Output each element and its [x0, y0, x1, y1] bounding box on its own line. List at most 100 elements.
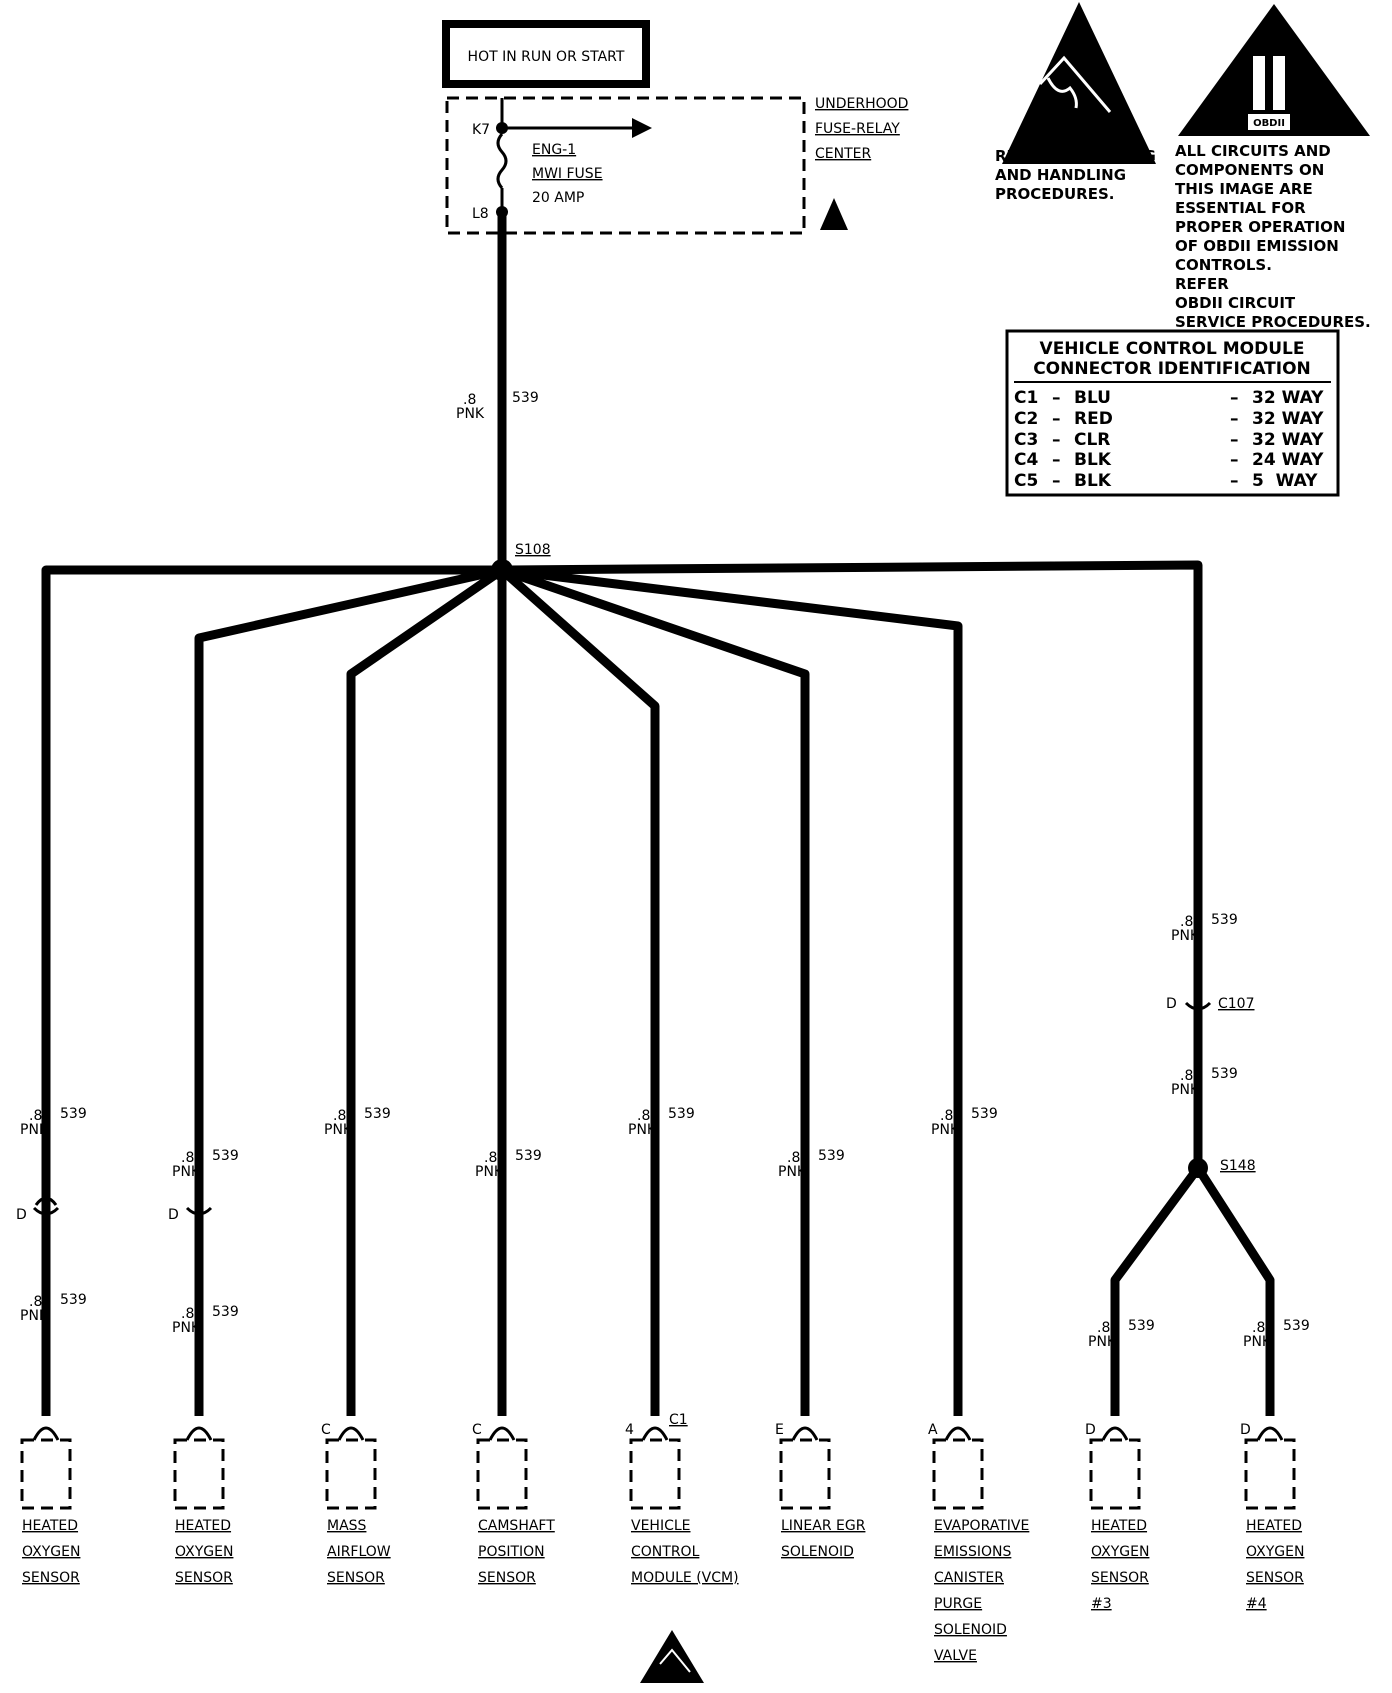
inline-connector-pin-1: D [16, 1207, 27, 1223]
vcm-row-id: C4 [1014, 450, 1038, 470]
component-box [932, 1438, 984, 1510]
hot-label-box [442, 20, 650, 88]
splice-s148-label: S148 [1220, 1158, 1256, 1174]
obd-line-6: OF OBDII EMISSION [1175, 237, 1339, 255]
component-label-line: MASS [327, 1518, 367, 1534]
component-label-line: AIRFLOW [327, 1544, 391, 1560]
svg-text:.8: .8 [1097, 1320, 1110, 1336]
s148-branch-right [1194, 1165, 1275, 1416]
svg-text:PNK: PNK [778, 1164, 807, 1180]
hot-label: HOT IN RUN OR START [468, 49, 625, 65]
vcm-row-id: C2 [1014, 409, 1038, 429]
wire-label: .8 PNK 539 [172, 1304, 239, 1336]
fuse-name-line-1: ENG-1 [532, 142, 576, 158]
branch-wire-7 [501, 565, 963, 1416]
svg-text:539: 539 [364, 1106, 391, 1122]
component-label-line: EMISSIONS [934, 1544, 1011, 1560]
component-box [173, 1438, 225, 1510]
esd-warning-line-2: AND HANDLING [995, 166, 1126, 184]
component-label-line: SENSOR [327, 1570, 385, 1586]
component-label-line: SENSOR [175, 1570, 233, 1586]
wire-label: .8 PNK 539 [172, 1148, 239, 1180]
svg-text:.8: .8 [29, 1294, 42, 1310]
component: AEVAPORATIVEEMISSIONSCANISTERPURGESOLENO… [928, 1422, 1029, 1664]
svg-text:539: 539 [515, 1148, 542, 1164]
branch-wire-3 [346, 566, 505, 1416]
pin-k7-label: K7 [472, 122, 490, 138]
esd-hand-icon [1038, 55, 1112, 113]
svg-text:–: – [1052, 471, 1061, 491]
branch-wire-8 [501, 560, 1203, 990]
svg-text:.8: .8 [1180, 1068, 1193, 1084]
fuse-arrow-icon [632, 118, 652, 138]
component-label-line: OXYGEN [22, 1544, 80, 1560]
branch-wire-2 [194, 565, 503, 1105]
component-connector-label: C1 [669, 1412, 688, 1428]
component-box [1089, 1438, 1141, 1510]
svg-text:PNK: PNK [172, 1320, 201, 1336]
vcm-table-title-2: CONNECTOR IDENTIFICATION [1033, 359, 1311, 379]
component-terminal [488, 1426, 516, 1441]
svg-text:PNK: PNK [1171, 1082, 1200, 1098]
component-terminal [641, 1426, 669, 1441]
component-pin-label: D [1085, 1422, 1096, 1438]
component-label-line: HEATED [22, 1518, 78, 1534]
svg-text:–: – [1052, 430, 1061, 450]
svg-text:–: – [1052, 409, 1061, 429]
component-label-line: POSITION [478, 1544, 545, 1560]
vcm-table-rows: C1 – BLU – 32 WAY C2 – RED – 32 WAY C3 –… [1014, 388, 1324, 491]
wire-label: .8 PNK 539 [475, 1148, 542, 1180]
component-terminal [32, 1426, 60, 1441]
svg-text:PNK: PNK [1243, 1334, 1272, 1350]
vcm-table-title-1: VEHICLE CONTROL MODULE [1040, 339, 1305, 359]
fuse-rating: 20 AMP [532, 190, 584, 206]
svg-text:.8: .8 [787, 1150, 800, 1166]
svg-text:–: – [1230, 471, 1239, 491]
component-label-line: HEATED [1246, 1518, 1302, 1534]
wire-label: .8 PNK 539 [1243, 1318, 1310, 1350]
component-label-line: CONTROL [631, 1544, 700, 1560]
svg-text:–: – [1052, 450, 1061, 470]
component-terminal [185, 1426, 213, 1441]
obd-badge: OBDII [1253, 118, 1285, 129]
wire-label: .8 PNK 539 [1171, 1066, 1238, 1098]
fuse-center-line-1: UNDERHOOD [815, 96, 908, 112]
inline-connector-pin-2: D [168, 1207, 179, 1223]
component-label-line: #4 [1246, 1596, 1267, 1612]
vcm-row-color: RED [1074, 409, 1113, 429]
esd-warning-line-1: REFER MEASURING [995, 147, 1156, 165]
svg-text:–: – [1052, 388, 1061, 408]
svg-text:PNK: PNK [1088, 1334, 1117, 1350]
component-label-line: OXYGEN [1091, 1544, 1149, 1560]
component-terminal [337, 1426, 365, 1441]
esd-warning-line-3: PROCEDURES. [995, 185, 1114, 203]
component-box [325, 1438, 377, 1510]
vcm-row-ways: 24 WAY [1252, 450, 1324, 470]
component-label-line: SENSOR [478, 1570, 536, 1586]
vcm-row-ways: 5 WAY [1252, 471, 1318, 491]
svg-text:–: – [1230, 409, 1239, 429]
vcm-row-ways: 32 WAY [1252, 388, 1324, 408]
wire-label: .8 PNK 539 [931, 1106, 998, 1138]
svg-text:539: 539 [60, 1106, 87, 1122]
svg-text:PNK: PNK [628, 1122, 657, 1138]
obd-line-10: SERVICE PROCEDURES. [1175, 313, 1371, 331]
component-label-line: SENSOR [1246, 1570, 1304, 1586]
wire-label: .8 PNK 539 [20, 1292, 87, 1324]
branch-wire-1 [41, 565, 502, 1105]
obd-line-3: THIS IMAGE ARE [1175, 180, 1313, 198]
component-label-line: OXYGEN [1246, 1544, 1304, 1560]
vcm-row-color: CLR [1074, 430, 1110, 450]
vcm-row-id: C5 [1014, 471, 1038, 491]
branch-wire-5 [499, 566, 660, 1416]
component-label-line: LINEAR EGR [781, 1518, 866, 1534]
component-box [779, 1438, 831, 1510]
svg-text:–: – [1230, 388, 1239, 408]
